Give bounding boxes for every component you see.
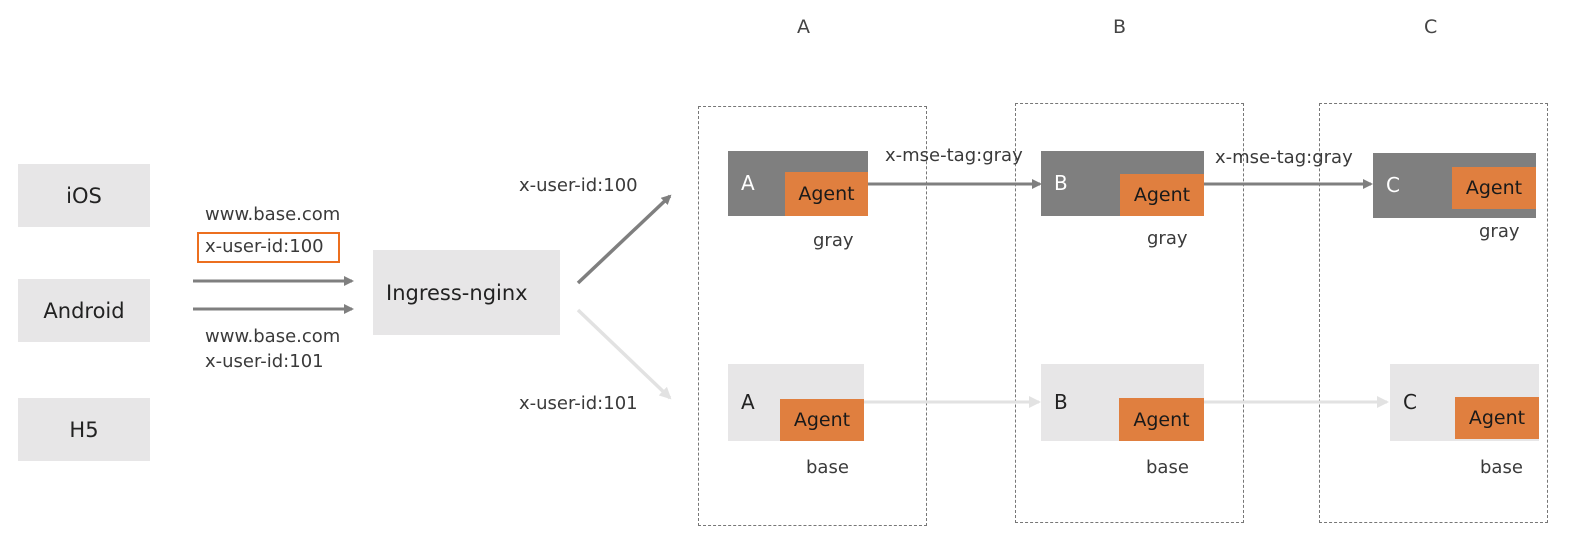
request-header-first: x-user-id:100 <box>205 236 324 257</box>
base-agent-a: Agent <box>780 399 864 441</box>
client-h5: H5 <box>18 398 150 461</box>
gray-label-b: gray <box>1147 228 1188 249</box>
gray-service-c: C Agent <box>1373 153 1536 218</box>
base-agent-b: Agent <box>1119 398 1204 441</box>
base-agent-c: Agent <box>1455 397 1539 439</box>
base-label-b: base <box>1146 457 1189 478</box>
gray-agent-c: Agent <box>1452 167 1536 209</box>
route-arrow-gray <box>576 194 672 285</box>
gray-agent-b: Agent <box>1120 174 1204 216</box>
column-header-a: A <box>797 16 810 38</box>
ingress-nginx-gateway: Ingress-nginx <box>373 250 560 335</box>
highlighted-header-box <box>197 232 340 263</box>
base-service-b-name: B <box>1054 390 1068 414</box>
tag-label-b-to-c: x-mse-tag:gray <box>1215 147 1353 168</box>
gray-service-b: B Agent <box>1041 151 1204 216</box>
gray-label-a: gray <box>813 230 854 251</box>
request-host-second: www.base.com <box>205 326 341 347</box>
column-header-b: B <box>1113 16 1127 38</box>
gray-service-c-name: C <box>1386 173 1400 197</box>
group-box-a <box>698 106 927 526</box>
base-service-b: B Agent <box>1041 364 1204 441</box>
group-box-c <box>1319 103 1548 523</box>
route-label-base: x-user-id:101 <box>519 393 638 414</box>
request-host-first: www.base.com <box>205 204 341 225</box>
request-header-second: x-user-id:101 <box>205 351 324 372</box>
group-box-b <box>1015 103 1244 523</box>
gray-service-b-name: B <box>1054 171 1068 195</box>
gray-agent-a: Agent <box>785 172 868 216</box>
route-label-gray: x-user-id:100 <box>519 175 638 196</box>
base-service-c-name: C <box>1403 390 1417 414</box>
base-service-a-name: A <box>741 390 755 414</box>
gray-label-c: gray <box>1479 221 1520 242</box>
tag-label-a-to-b: x-mse-tag:gray <box>885 145 1023 166</box>
base-service-c: C Agent <box>1390 364 1539 441</box>
gray-service-a: A Agent <box>728 151 868 216</box>
client-android: Android <box>18 279 150 342</box>
base-service-a: A Agent <box>728 364 864 441</box>
base-label-a: base <box>806 457 849 478</box>
gray-service-a-name: A <box>741 171 755 195</box>
column-header-c: C <box>1424 16 1438 38</box>
base-label-c: base <box>1480 457 1523 478</box>
client-ios: iOS <box>18 164 150 227</box>
route-arrow-base <box>576 308 672 400</box>
